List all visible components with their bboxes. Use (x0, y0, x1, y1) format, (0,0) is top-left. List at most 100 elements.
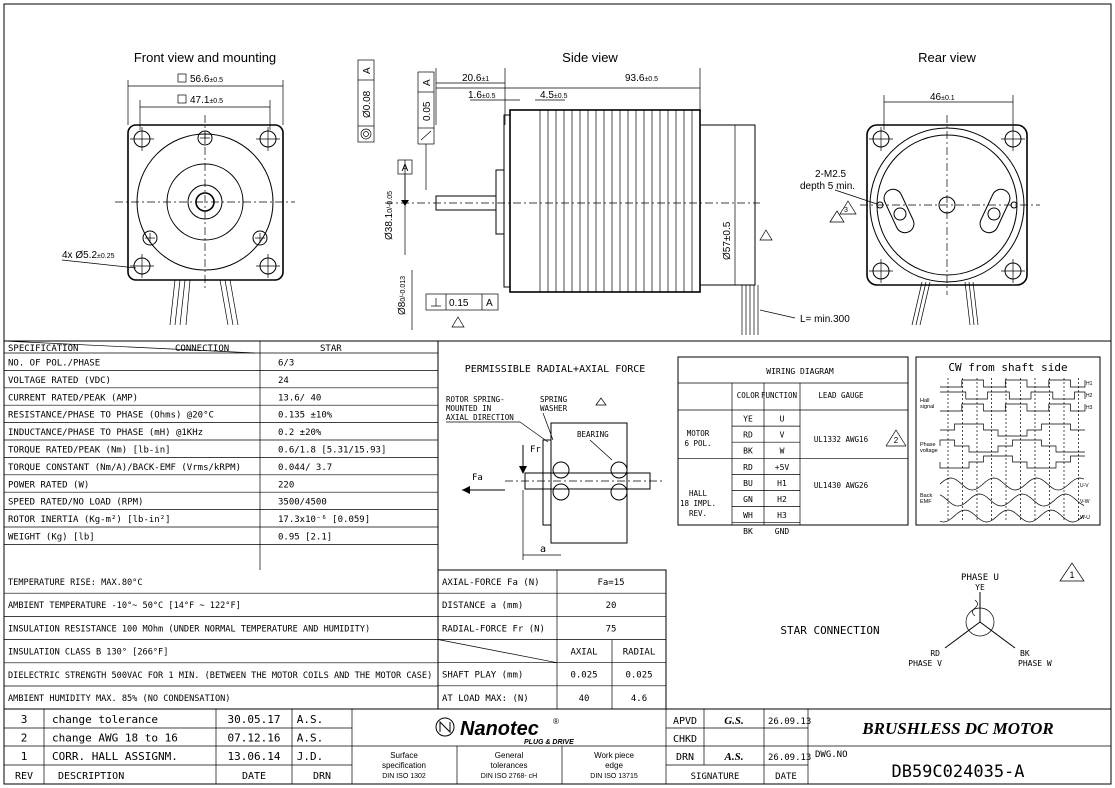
force-value: RADIAL (623, 648, 656, 658)
spec-value: 6/3 (278, 359, 294, 369)
svg-text:DESCRIPTION: DESCRIPTION (58, 771, 124, 782)
force-housing (550, 422, 628, 544)
side-dim-pilot-diameter: Ø38.10/-0.05 (384, 191, 395, 240)
force-value: AXIAL (570, 648, 597, 658)
rear-thread-depth: depth 5 min. (800, 181, 855, 192)
force-label: SHAFT PLAY (mm) (442, 671, 523, 681)
spec-note: DIELECTRIC STRENGTH 500VAC FOR 1 MIN. (B… (8, 671, 432, 681)
rev-number: 3 (21, 713, 28, 726)
svg-text:REV: REV (15, 771, 33, 782)
rear-dim-bolt-spacing: 46±0.1 (930, 92, 955, 103)
side-view: Side view Ø0.08 A 0.05 A 20.6±1 93.6±0.5 (357, 50, 850, 335)
wire-color: BK (743, 527, 753, 536)
standard-ref: DIN ISO 13715 (590, 773, 638, 780)
svg-text:H3: H3 (1086, 405, 1093, 411)
svg-text:2: 2 (894, 436, 899, 445)
spec-note: AMBIENT TEMPERATURE -10°~ 50°C [14°F ~ 1… (8, 601, 241, 611)
spec-label: NO. OF POL./PHASE (8, 359, 100, 369)
svg-text:A: A (486, 298, 493, 309)
rev-description: change AWG 18 to 16 (52, 732, 178, 745)
side-end-cap (699, 124, 756, 286)
svg-text:COLOR: COLOR (737, 391, 760, 400)
rev-description: change tolerance (52, 713, 158, 726)
side-dim-shaft-diameter: Ø80/-0.013 (397, 276, 408, 315)
standard-ref: DIN ISO 2768- cH (481, 773, 537, 780)
sheet-frame (3, 3, 1112, 785)
spec-value: 0.135 ±10% (278, 411, 333, 421)
spec-label: TORQUE RATED/PEAK (Nm) [lb-in] (8, 446, 171, 456)
wire-color: RD (743, 463, 753, 472)
spec-label: POWER RATED (W) (8, 480, 89, 490)
svg-text:CHKD: CHKD (673, 734, 697, 745)
side-dim-pilot-depth: 1.6±0.5 (468, 90, 496, 101)
svg-text:YE: YE (975, 583, 985, 592)
standard-ref: DIN ISO 1302 (382, 773, 426, 780)
spec-label: SPEED RATED/NO LOAD (RPM) (8, 498, 143, 508)
svg-text:WIRING DIAGRAM: WIRING DIAGRAM (766, 367, 834, 376)
front-dim-square-outer: 56.6±0.5 (190, 74, 223, 85)
wire-function: V (780, 431, 785, 440)
spec-label: WEIGHT (Kg) [lb] (8, 533, 95, 543)
svg-text:PLUG & DRIVE: PLUG & DRIVE (524, 739, 574, 746)
spec-label: RESISTANCE/PHASE TO PHASE (Ohms) @20°C (8, 411, 214, 421)
svg-text:MOTOR: MOTOR (687, 429, 710, 438)
force-value: 75 (606, 624, 617, 634)
spec-value: 13.6/ 40 (278, 393, 321, 403)
side-dim-shaft-length: 20.6±1 (462, 73, 489, 84)
side-view-title: Side view (562, 50, 618, 65)
wire-function: H3 (777, 511, 787, 520)
rev-drawn-by: A.S. (297, 732, 324, 745)
svg-text:AXIAL DIRECTION: AXIAL DIRECTION (446, 413, 514, 422)
side-dim-body-length: 93.6±0.5 (625, 73, 658, 84)
concentricity-frame: Ø0.08 A (357, 59, 375, 143)
svg-text:W-U: W-U (1080, 515, 1090, 521)
rev-drawn-by: A.S. (297, 713, 324, 726)
svg-text:SIGNATURE: SIGNATURE (691, 772, 740, 782)
svg-text:CONNECTION: CONNECTION (175, 344, 229, 354)
front-holes-note: 4x Ø5.2±0.25 (62, 250, 115, 261)
wire-function: +5V (775, 463, 790, 472)
spec-value: 17.3x10⁻⁶ [0.059] (278, 515, 370, 525)
spec-label: TORQUE CONSTANT (Nm/A)/BACK-EMF (Vrms/kR… (8, 463, 241, 473)
svg-text:H2: H2 (1086, 393, 1093, 399)
wire-function: H2 (777, 495, 787, 504)
svg-text:3: 3 (844, 207, 848, 214)
rev-drawn-by: J.D. (297, 750, 324, 763)
svg-text:6 POL.: 6 POL. (684, 439, 711, 448)
side-dim-flange-thickness: 4.5±0.5 (540, 90, 568, 101)
rear-view: Rear view 46±0.1 (800, 50, 1040, 326)
spec-value: 0.95 [2.1] (278, 533, 332, 543)
svg-text:A.S.: A.S. (724, 751, 744, 763)
svg-text:DATE: DATE (775, 772, 797, 782)
spec-table: SPECIFICATION CONNECTION STAR NO. OF POL… (3, 340, 439, 710)
svg-text:FUNCTION: FUNCTION (761, 391, 797, 400)
force-value: 0.025 (625, 671, 652, 681)
svg-text:A: A (422, 79, 433, 86)
standard-line: General (495, 751, 524, 760)
spec-value: 3500/4500 (278, 498, 327, 508)
rev-number: 2 (21, 732, 28, 745)
rev-date: 07.12.16 (228, 732, 281, 745)
wire-function: GND (775, 527, 790, 536)
svg-text:0.15: 0.15 (449, 298, 469, 309)
wire-color: GN (743, 495, 753, 504)
svg-text:WASHER: WASHER (540, 404, 568, 413)
timing-diagram: CW from shaft side Hall signal Phase vol… (915, 356, 1101, 526)
standard-line: tolerances (491, 761, 528, 770)
force-label: AT LOAD MAX: (N) (442, 694, 529, 704)
svg-text:a: a (540, 544, 546, 555)
spec-value: 0.2 ±20% (278, 428, 322, 438)
svg-text:SPRING: SPRING (540, 395, 568, 404)
svg-text:DRN: DRN (313, 771, 331, 782)
rear-view-title: Rear view (918, 50, 976, 65)
svg-text:MOUNTED IN: MOUNTED IN (446, 404, 491, 413)
front-flange-square (127, 124, 284, 281)
wire-color: BU (743, 479, 753, 488)
svg-text:18 IMPL.: 18 IMPL. (680, 499, 716, 508)
force-value: 20 (606, 601, 617, 611)
svg-text:PHASE V: PHASE V (908, 659, 942, 668)
front-dim-square-inner: 47.1±0.5 (190, 95, 223, 106)
